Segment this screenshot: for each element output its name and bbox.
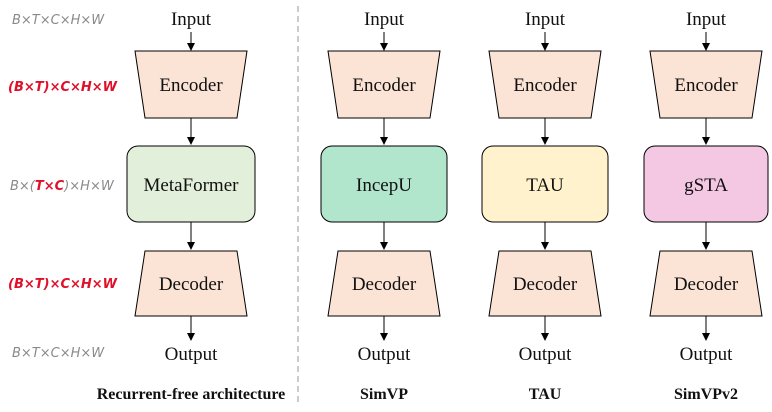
encoder-block [488, 50, 602, 119]
dim-highlight: B×T [14, 277, 45, 292]
decoder-block [327, 250, 441, 317]
output-label: Output [165, 344, 219, 365]
encoder-label: Encoder [674, 75, 738, 96]
input-label: Input [686, 9, 727, 30]
decoder-block [649, 250, 763, 317]
columns-group: InputEncoderMetaFormerDecoderOutputRecur… [97, 9, 769, 403]
dim-highlight: B×T [14, 80, 45, 95]
dim-prefix: B×( [10, 179, 36, 194]
column-caption: SimVPv2 [674, 386, 738, 403]
dim-label-decoded: (B×T)×C×H×W [8, 277, 118, 292]
input-label: Input [171, 9, 212, 30]
encoder-block [649, 50, 763, 119]
encoder-block [327, 50, 441, 119]
encoder-block [134, 50, 248, 119]
translator-module-label: MetaFormer [144, 175, 240, 196]
dim-label-output: B×T×C×H×W [12, 346, 105, 361]
encoder-label: Encoder [159, 75, 223, 96]
dim-paren: )×C×H×W [43, 80, 118, 95]
encoder-label: Encoder [352, 75, 416, 96]
translator-module-label: TAU [526, 175, 564, 196]
dim-paren: ( [8, 277, 15, 292]
input-label: Input [364, 9, 405, 30]
output-label: Output [358, 344, 412, 365]
dim-paren: )×C×H×W [43, 277, 118, 292]
dim-highlight: T×C [35, 179, 65, 194]
dim-paren: ( [8, 80, 15, 95]
dim-suffix: )×H×W [63, 179, 115, 194]
column-caption: TAU [529, 386, 562, 403]
input-label: Input [525, 9, 566, 30]
translator-module-label: gSTA [684, 175, 728, 196]
encoder-label: Encoder [513, 75, 577, 96]
column-caption: Recurrent-free architecture [97, 386, 286, 403]
decoder-block [134, 250, 248, 317]
translator-module-label: IncepU [356, 175, 412, 196]
decoder-label: Decoder [674, 274, 739, 295]
output-label: Output [680, 344, 734, 365]
column-caption: SimVP [360, 386, 408, 403]
dim-label-input: B×T×C×H×W [12, 13, 105, 28]
decoder-block [488, 250, 602, 317]
output-label: Output [519, 344, 573, 365]
decoder-label: Decoder [352, 274, 417, 295]
decoder-label: Decoder [513, 274, 578, 295]
dim-label-encoded: (B×T)×C×H×W [8, 80, 118, 95]
dim-label-metaformer: B×(T×C)×H×W [10, 179, 115, 194]
decoder-label: Decoder [159, 274, 224, 295]
